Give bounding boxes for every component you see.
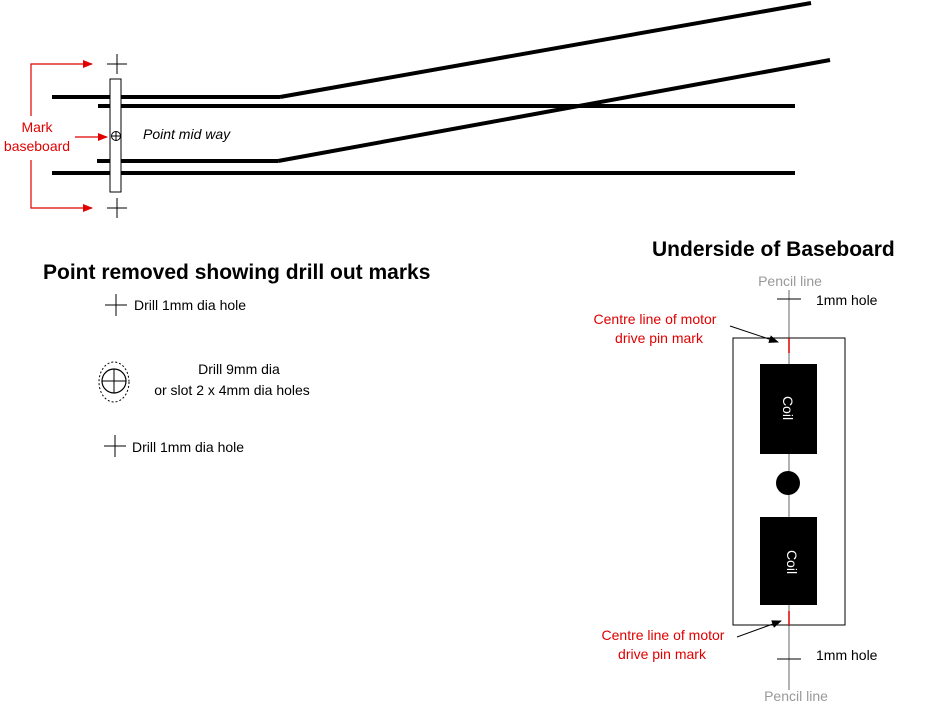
underside-section: Underside of Baseboard Pencil line Penci… [594, 238, 895, 704]
mark-label-line1: Mark [21, 119, 53, 135]
arrow-icon [729, 325, 779, 343]
crosshair-icon [104, 435, 126, 457]
centre-line-label-bottom-1: Centre line of motor [602, 627, 725, 643]
underside-title: Underside of Baseboard [652, 238, 895, 261]
pencil-line-label-bottom: Pencil line [764, 688, 828, 704]
pencil-line-label-top: Pencil line [758, 273, 822, 289]
coil-bottom-label: Coil [784, 550, 800, 574]
coil-top [760, 364, 817, 454]
drill-big-label-line2: or slot 2 x 4mm dia holes [154, 382, 310, 398]
drill-section-title: Point removed showing drill out marks [43, 261, 430, 284]
arrow-icon [736, 620, 782, 638]
hole-label-bottom: 1mm hole [816, 647, 878, 663]
arrow-icon [30, 160, 93, 212]
hole-label-top: 1mm hole [816, 292, 878, 308]
rail-diverging-bottom [277, 58, 831, 163]
coil-top-label: Coil [780, 396, 796, 420]
centre-line-label-top-1: Centre line of motor [594, 311, 717, 327]
crosshair-icon [105, 294, 127, 316]
mark-label-line2: baseboard [4, 138, 70, 154]
drill-hole-label-2: Drill 1mm dia hole [132, 439, 244, 455]
arrow-icon [30, 60, 93, 116]
crosshair-icon [107, 54, 127, 74]
drill-big-label-line1: Drill 9mm dia [198, 361, 280, 377]
mark-baseboard-arrows [30, 60, 108, 212]
centre-line-label-top-2: drive pin mark [615, 330, 704, 346]
drive-pin [776, 471, 800, 495]
centre-line-label-bottom-2: drive pin mark [618, 646, 707, 662]
point-mid-way-label: Point mid way [143, 126, 231, 142]
circle-crosshair-icon [98, 361, 130, 403]
coil-bottom [760, 517, 817, 605]
crosshair-icon [107, 198, 127, 218]
drill-hole-label-1: Drill 1mm dia hole [134, 297, 246, 313]
turnout-diagram: Point mid way Mark baseboard [4, 1, 831, 218]
drill-marks-section: Point removed showing drill out marks Dr… [43, 261, 430, 457]
rail-diverging-top [279, 1, 812, 99]
